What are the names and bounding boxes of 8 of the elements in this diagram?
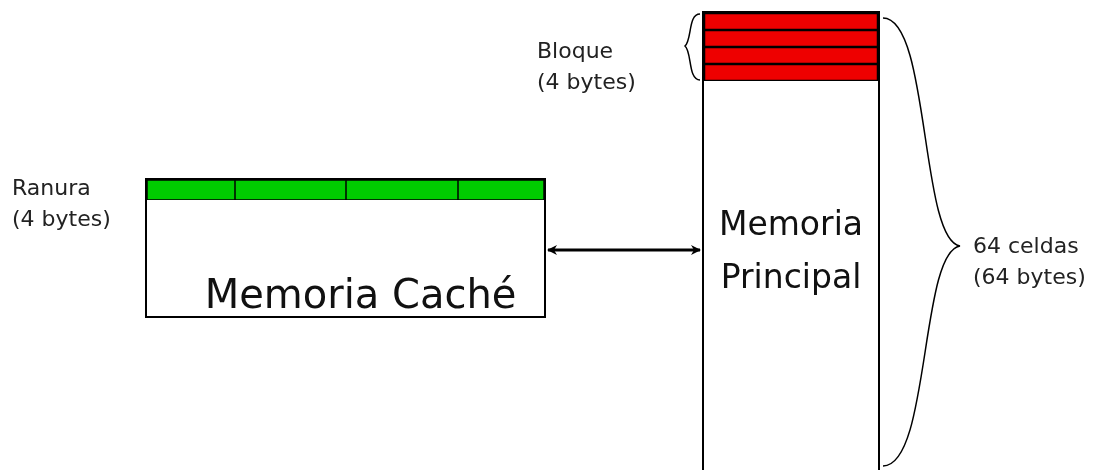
- double-arrow: [547, 245, 701, 255]
- annotation-label: Ranura (4 bytes): [12, 174, 112, 233]
- annotation-label: Bloque (4 bytes): [537, 37, 637, 96]
- cache-memory-box: [145, 178, 546, 318]
- main-memory-box: [702, 11, 880, 470]
- memory-title: Memoria Caché: [203, 270, 518, 319]
- memory-title: Memoria Principal: [717, 203, 865, 298]
- annotation-label: 64 celdas (64 bytes): [973, 232, 1087, 291]
